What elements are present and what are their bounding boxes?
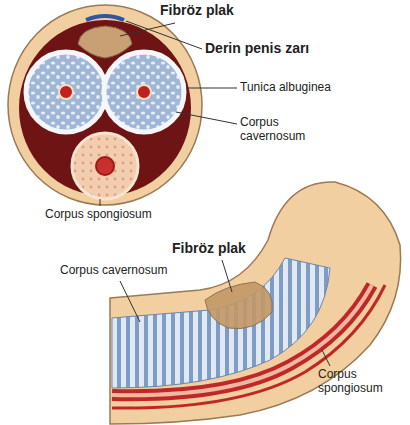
fibrous-plaque bbox=[78, 26, 132, 58]
leader-line bbox=[322, 350, 330, 366]
leader-line bbox=[120, 281, 140, 322]
leader-line bbox=[126, 21, 202, 49]
fascia-section bbox=[19, 20, 191, 196]
part-label: Derin penis zarı bbox=[205, 40, 309, 56]
skin-long bbox=[110, 182, 401, 424]
leader-line bbox=[120, 23, 175, 36]
leader-line bbox=[186, 88, 237, 89]
leader-line bbox=[222, 260, 232, 292]
cavernosum-long bbox=[112, 258, 330, 388]
skin-section bbox=[8, 5, 202, 205]
leader-line bbox=[100, 199, 101, 206]
artery bbox=[59, 85, 73, 99]
part-label: Fibröz plak bbox=[172, 240, 246, 256]
part-label: Corpus cavernosum bbox=[240, 116, 320, 144]
fibrous-plaque-long bbox=[205, 282, 272, 329]
deep-fascia bbox=[86, 16, 124, 20]
part-label: Corpus spongiosum bbox=[45, 208, 152, 222]
part-label: Tunica albuginea bbox=[240, 81, 331, 95]
cavernosum-left bbox=[26, 52, 106, 132]
spongiosum-section bbox=[72, 133, 138, 199]
part-label: Corpus cavernosum bbox=[60, 264, 167, 278]
part-label: Corpus spongiosum bbox=[318, 368, 398, 396]
cavernosum-right bbox=[104, 52, 184, 132]
part-label: Fibröz plak bbox=[160, 2, 234, 18]
urethra bbox=[96, 157, 114, 175]
leader-line bbox=[176, 112, 237, 124]
artery bbox=[137, 85, 151, 99]
